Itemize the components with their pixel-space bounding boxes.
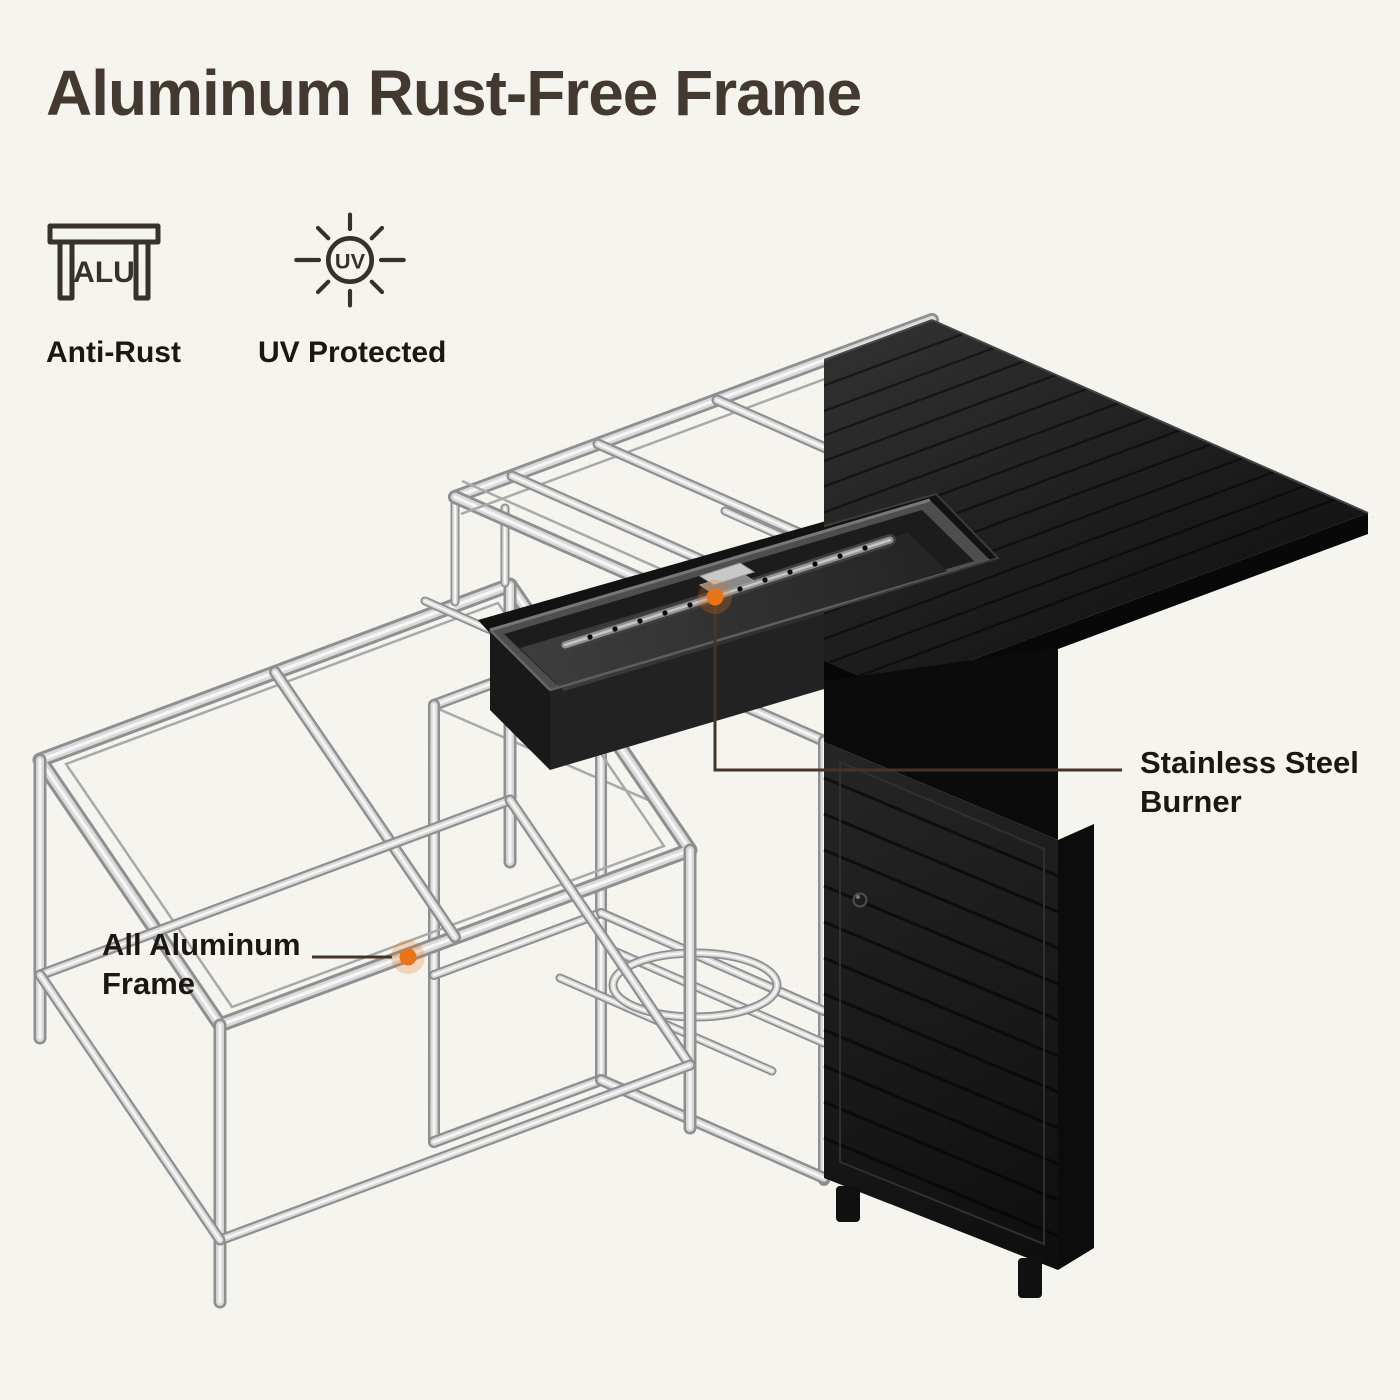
tray-side-wall — [490, 630, 550, 770]
alu-icon-text: ALU — [73, 256, 135, 289]
burner-callout-dot — [706, 588, 724, 606]
cabinet-side — [1058, 824, 1094, 1270]
uv-protected-label: UV Protected — [258, 336, 447, 369]
frame-callout-line2: Frame — [102, 965, 196, 1001]
alu-icon-left-leg — [57, 239, 75, 301]
frame-callout-dot — [399, 948, 417, 966]
tray-opening-rim — [824, 492, 1000, 613]
uv-icon-circle — [325, 235, 375, 285]
anti-rust-label: Anti-Rust — [46, 336, 181, 369]
burner-callout-line1: Stainless Steel — [1140, 745, 1359, 780]
fire-pit-tray — [478, 488, 1004, 770]
uv-icon-rays — [294, 212, 406, 308]
uv-icon-text: UV — [335, 248, 366, 273]
burner-callout-line — [713, 600, 1122, 772]
door-panel-outline — [839, 760, 1045, 1246]
frame-callout-label: All Aluminum Frame — [102, 926, 301, 1004]
uv-protected-sun-icon: UV — [294, 212, 406, 308]
anti-rust-alu-icon: ALU — [47, 223, 161, 301]
cabinet-foot — [836, 1186, 860, 1222]
page-title: Aluminum Rust-Free Frame — [46, 57, 862, 129]
door-knob — [852, 892, 868, 908]
callout-markers — [312, 580, 1122, 974]
cabinet-foot — [1018, 1258, 1042, 1298]
alu-icon-tabletop — [47, 223, 161, 245]
black-cabinet — [823, 648, 1094, 1298]
tray-floor — [520, 533, 952, 691]
burner-callout-line2: Burner — [1140, 783, 1242, 819]
burner-bar — [559, 534, 896, 651]
alu-icon-right-leg — [133, 239, 151, 301]
frame-callout-line1: All Aluminum — [102, 927, 301, 962]
burner-callout-label: Stainless Steel Burner — [1140, 744, 1359, 822]
